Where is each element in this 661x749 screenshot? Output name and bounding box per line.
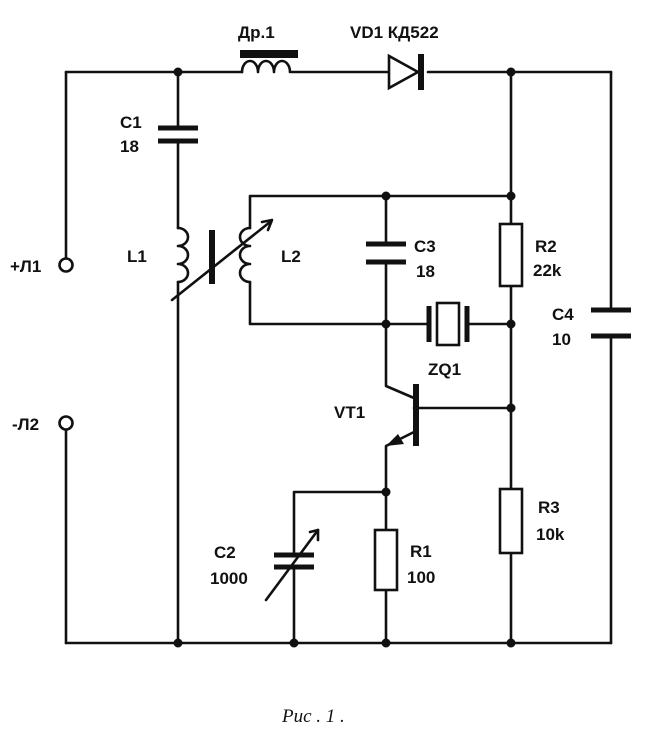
inductor-l1 <box>176 226 190 284</box>
label-r1-value: 100 <box>407 568 435 587</box>
wires <box>64 70 613 645</box>
label-c1-name: C1 <box>120 113 142 132</box>
label-r1-name: R1 <box>410 542 432 561</box>
label-r2-name: R2 <box>535 237 557 256</box>
resistor-r1 <box>373 528 399 592</box>
capacitor-c4 <box>591 307 631 339</box>
label-l2: L2 <box>281 247 301 266</box>
label-c2-value: 1000 <box>210 569 248 588</box>
label-diode: VD1 КД522 <box>350 23 439 42</box>
terminal-minus <box>58 415 74 431</box>
label-c2-name: C2 <box>214 543 236 562</box>
figure-caption: Рис . 1 . <box>281 706 345 727</box>
transistor-vt1 <box>386 384 419 446</box>
label-vt1: VT1 <box>334 403 365 422</box>
label-c4-value: 10 <box>552 330 571 349</box>
inductor-l2 <box>238 226 252 284</box>
label-r3-value: 10k <box>536 525 565 544</box>
label-c1-value: 18 <box>120 137 139 156</box>
label-choke: Др.1 <box>238 23 275 42</box>
label-terminal-plus: +Л1 <box>10 257 41 276</box>
resistor-r3 <box>498 487 524 555</box>
label-zq1: ZQ1 <box>428 360 461 379</box>
capacitor-c1 <box>158 125 198 144</box>
label-c3-name: C3 <box>414 237 436 256</box>
crystal-zq1 <box>426 301 470 347</box>
tuning-arrow <box>170 218 274 302</box>
label-l1: L1 <box>127 247 147 266</box>
terminal-plus <box>58 257 74 273</box>
label-c3-value: 18 <box>416 262 435 281</box>
choke-dr1 <box>240 50 298 74</box>
label-r3-name: R3 <box>538 498 560 517</box>
resistor-r2 <box>498 222 524 288</box>
label-c4-name: C4 <box>552 305 574 324</box>
label-r2-value: 22k <box>533 261 562 280</box>
junction-dots <box>173 67 516 648</box>
label-terminal-minus: -Л2 <box>12 415 39 434</box>
capacitor-c3 <box>366 241 406 265</box>
diode-vd1 <box>387 53 424 91</box>
capacitor-c2 <box>264 528 320 602</box>
